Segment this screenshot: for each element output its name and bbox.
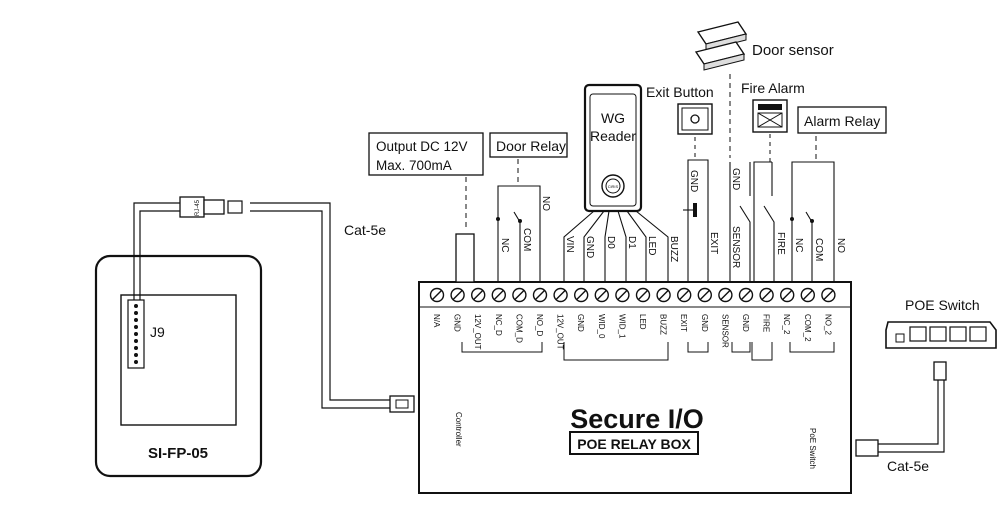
terminal-screw bbox=[615, 287, 630, 303]
rj45-plug-right-box bbox=[855, 439, 879, 457]
door-sensor: Door sensor GND SENSOR bbox=[694, 21, 834, 282]
box-side-right-label: PoE Switch bbox=[808, 428, 817, 469]
terminal-screw bbox=[429, 287, 445, 303]
terminal-screw bbox=[532, 287, 548, 303]
fire-label: FIRE bbox=[775, 232, 786, 255]
terminal-label: N/A bbox=[432, 314, 441, 328]
wire-gnd-label: GND bbox=[584, 236, 595, 258]
terminal-screw bbox=[574, 287, 589, 303]
output-line1: Output DC 12V bbox=[376, 139, 468, 154]
alarm-no-label: NO bbox=[835, 238, 846, 253]
poe-switch: POE Switch bbox=[885, 297, 997, 381]
relay-box bbox=[418, 281, 852, 494]
terminal-label: GND bbox=[700, 314, 709, 332]
alarm-relay-label: Alarm Relay bbox=[804, 113, 880, 129]
exit-label: EXIT bbox=[708, 232, 719, 254]
sensor-gnd-label: GND bbox=[730, 168, 741, 190]
terminal-brackets bbox=[461, 342, 835, 361]
door-com-label: COM bbox=[521, 228, 532, 251]
wire-d0-label: D0 bbox=[605, 236, 616, 249]
terminal-screw bbox=[738, 287, 754, 303]
terminal-label: LED bbox=[638, 314, 647, 330]
terminal-screw bbox=[697, 287, 712, 303]
terminal-label: COM_2 bbox=[803, 314, 812, 342]
alarm-relay: Alarm Relay NC COM NO bbox=[790, 106, 887, 282]
terminal-label: NO_2 bbox=[823, 314, 832, 335]
wg-reader: WG Reader CiRIS VIN GND D0 D1 LED BUZZ bbox=[563, 83, 679, 282]
device-label: SI-FP-05 bbox=[148, 445, 208, 462]
box-subtitle-frame bbox=[569, 431, 699, 455]
terminal-screw bbox=[594, 287, 609, 303]
cable-right bbox=[878, 380, 945, 453]
cable-left bbox=[133, 202, 390, 409]
terminal-screw bbox=[491, 287, 506, 303]
terminal-screw bbox=[677, 287, 692, 303]
alarm-nc-label: NC bbox=[793, 238, 804, 252]
rj45-plug-left-box bbox=[389, 395, 415, 413]
terminal-label: 12V_OUT bbox=[473, 314, 482, 350]
cable-right-label: Cat-5e bbox=[887, 458, 929, 474]
terminal-label: FIRE bbox=[762, 314, 771, 332]
rj45-plug-top: RJ-45 bbox=[179, 196, 243, 218]
terminal-label: GND bbox=[453, 314, 462, 332]
poe-switch-label: POE Switch bbox=[905, 297, 980, 313]
connector-j9-label: J9 bbox=[150, 324, 165, 340]
terminal-label: SENSOR bbox=[720, 314, 729, 348]
terminal-screw bbox=[512, 287, 527, 303]
terminal-screw bbox=[450, 287, 465, 303]
terminal-screw bbox=[821, 287, 836, 303]
terminal-label: WID_0 bbox=[597, 314, 606, 339]
alarm-com-label: COM bbox=[813, 238, 824, 261]
si-fp-05-device: J9 SI-FP-05 bbox=[94, 254, 263, 478]
sensor-label: SENSOR bbox=[730, 226, 741, 268]
door-no-label: NO bbox=[540, 196, 551, 211]
terminal-screw bbox=[635, 287, 651, 303]
wg-reader-line1: WG bbox=[601, 110, 625, 126]
terminal-screw bbox=[656, 287, 671, 303]
terminal-label: GND bbox=[576, 314, 585, 332]
fire-alarm: Fire Alarm FIRE bbox=[741, 80, 805, 282]
wire-buzz-label: BUZZ bbox=[668, 236, 679, 262]
fire-alarm-label: Fire Alarm bbox=[741, 80, 805, 96]
exit-gnd-label: GND bbox=[688, 170, 699, 192]
terminal-label: COM_D bbox=[514, 314, 523, 343]
terminal-screw bbox=[780, 287, 795, 303]
terminal-label: NC_2 bbox=[782, 314, 791, 335]
rj45-label: RJ-45 bbox=[195, 199, 201, 216]
box-brand: Secure I/O bbox=[570, 404, 704, 434]
terminal-screws bbox=[429, 287, 836, 303]
terminal-screw bbox=[718, 287, 733, 303]
terminal-label: BUZZ bbox=[659, 314, 668, 335]
box-subtitle: POE RELAY BOX bbox=[577, 436, 691, 452]
terminal-screw bbox=[759, 287, 774, 303]
output-dc-box: Output DC 12V Max. 700mA bbox=[368, 132, 484, 283]
exit-button-label: Exit Button bbox=[646, 84, 714, 100]
terminal-screw bbox=[471, 287, 486, 303]
door-relay-label: Door Relay bbox=[496, 138, 566, 154]
output-line2: Max. 700mA bbox=[376, 158, 452, 173]
wire-d1-label: D1 bbox=[626, 236, 637, 249]
terminal-label: WID_1 bbox=[617, 314, 626, 339]
terminal-label: GND bbox=[741, 314, 750, 332]
wire-led-label: LED bbox=[646, 236, 657, 255]
terminal-label: 12V_OUT bbox=[556, 314, 565, 350]
terminal-label: EXIT bbox=[679, 314, 688, 332]
terminal-screw bbox=[800, 287, 815, 303]
exit-button: Exit Button GND EXIT bbox=[646, 84, 719, 282]
terminal-label: NC_D bbox=[494, 314, 503, 336]
terminal-label: NO_D bbox=[535, 314, 544, 336]
door-relay: Door Relay NC COM NO bbox=[489, 132, 568, 282]
box-side-left-label: Controller bbox=[454, 412, 463, 447]
wg-reader-logo: CiRIS bbox=[608, 184, 619, 189]
wire-vin-label: VIN bbox=[564, 236, 575, 253]
door-nc-label: NC bbox=[499, 238, 510, 252]
door-sensor-label: Door sensor bbox=[752, 42, 834, 59]
wg-reader-line2: Reader bbox=[590, 128, 636, 144]
cable-left-label: Cat-5e bbox=[344, 222, 386, 238]
terminal-screw bbox=[553, 287, 568, 303]
terminal-labels: N/A GND 12V_OUT NC_D COM_D NO_D 12V_OUT GND WID_… bbox=[432, 314, 832, 350]
